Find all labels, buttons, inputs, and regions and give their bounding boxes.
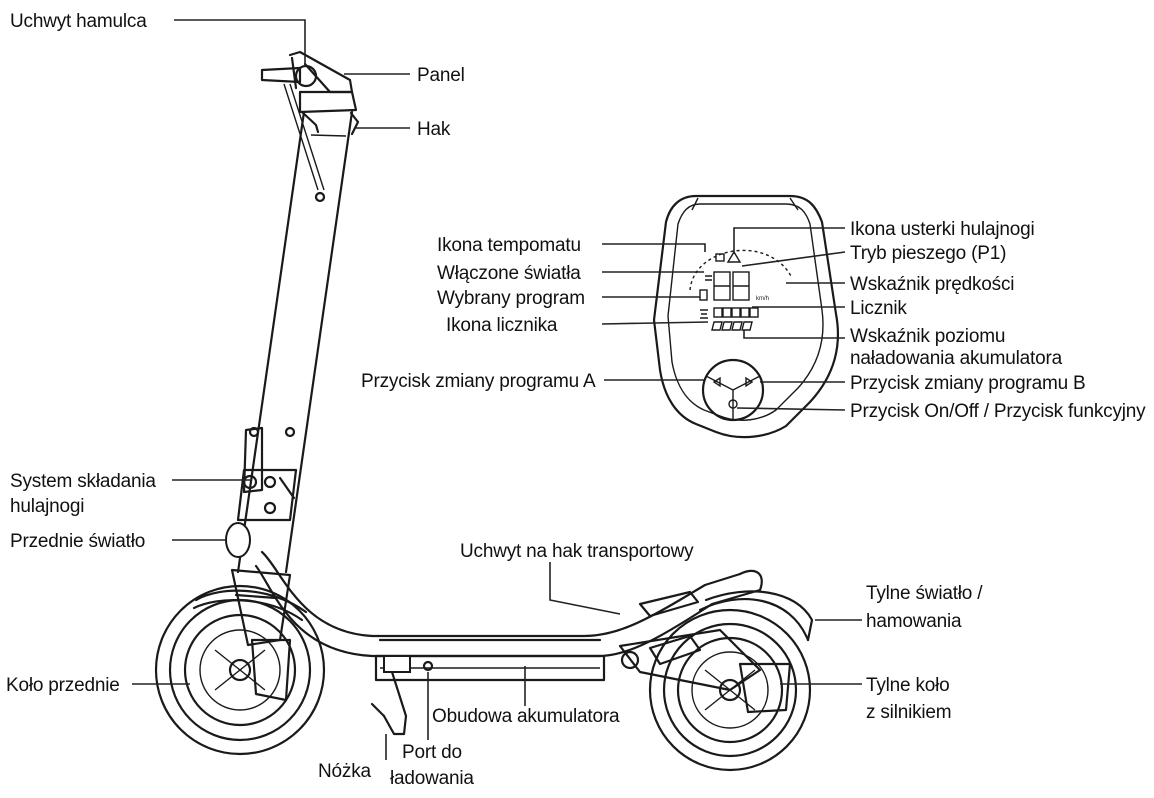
warning-triangle-icon [726,250,742,263]
handlebar [260,50,354,203]
speed-unit: km/h [756,296,769,302]
label-kolo-przednie: Koło przednie [6,675,120,696]
front-light [225,522,251,558]
label-ikona-licznika: Ikona licznika [446,315,558,336]
label-ikona-usterki: Ikona usterki hulajnogi [850,219,1034,240]
label-uchwyt-na-hak: Uchwyt na hak transportowy [460,541,694,562]
label-panel: Panel [417,65,465,86]
label-przycisk-b: Przycisk zmiany programu B [850,373,1086,394]
label-tryb-pieszego: Tryb pieszego (P1) [850,243,1006,264]
label-licznik: Licznik [850,298,907,319]
label-uchwyt-hamulca: Uchwyt hamulca [10,11,147,32]
label-tylne-kolo-2: z silnikiem [866,702,951,723]
label-wybrany-program: Wybrany program [437,288,585,309]
button-b-arrow-icon[interactable] [745,376,754,388]
stem [236,110,354,574]
label-wskaznik-poziomu-1: Wskaźnik poziomu [850,326,1005,347]
front-wheel [154,584,326,756]
label-przednie-swiatlo: Przednie światło [10,531,145,552]
label-hak: Hak [417,119,451,140]
lights-icon [705,275,712,281]
leader-lines [132,19,862,760]
label-system-skladania-1: System składania [10,471,156,492]
label-obudowa: Obudowa akumulatora [432,706,620,727]
label-przycisk-onoff: Przycisk On/Off / Przycisk funkcyjny [850,401,1146,422]
labels: Uchwyt hamulca Panel Hak Ikona usterki h… [6,11,1146,789]
odometer-digits [713,307,759,318]
folding-system [236,426,298,522]
battery-housing [374,654,606,682]
label-wskaznik-poziomu-2: naładowania akumulatora [850,348,1063,369]
label-system-skladania-2: hulajnogi [10,496,84,517]
program-indicator [699,289,708,301]
label-wlaczone-swiatla: Włączone światła [437,263,581,284]
label-tylne-swiatlo-1: Tylne światło / [866,583,983,604]
display-panel: km/h [652,194,840,439]
cruise-icon [715,253,725,262]
button-cluster [701,358,765,422]
transport-hook-holder [638,590,700,618]
rear-wheel [648,608,812,772]
label-port-2: ładowania [390,768,474,789]
deck [254,550,763,658]
label-ikona-tempomatu: Ikona tempomatu [437,235,581,256]
power-button-icon[interactable] [728,399,738,409]
label-tylne-swiatlo-2: hamowania [866,611,962,632]
label-port-1: Port do [402,742,462,763]
kickstand [370,670,408,736]
button-a-arrow-icon[interactable] [712,376,721,388]
panel-top [298,90,360,136]
label-wskaznik-predkosci: Wskaźnik prędkości [850,274,1014,295]
odometer-icon [700,309,708,319]
label-tylne-kolo-1: Tylne koło [866,675,950,696]
label-przycisk-a: Przycisk zmiany programu A [361,371,596,392]
scooter-illustration [154,50,814,772]
battery-level-bars [711,321,753,331]
label-nozka: Nóżka [318,761,371,782]
